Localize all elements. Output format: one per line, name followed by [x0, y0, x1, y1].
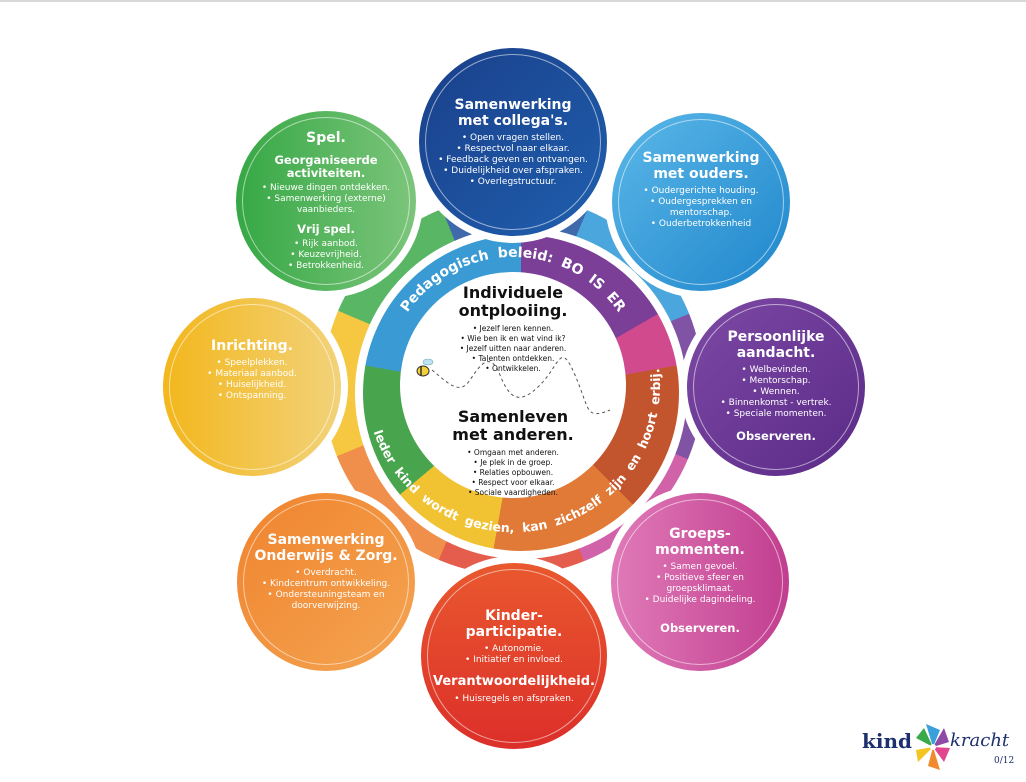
list-item: • Relaties opbouwen. [472, 468, 554, 477]
pinwheel-icon [916, 724, 950, 770]
circle-personal-attention: Persoonlijke aandacht. • Welbevinden. • … [680, 291, 872, 483]
center-disc [400, 272, 626, 498]
list-item: • Wie ben ik en wat vind ik? [460, 334, 566, 343]
bee-flight-path [431, 357, 611, 415]
list-item: • Ouderbetrokkenheid [650, 219, 752, 229]
bee-icon [416, 358, 434, 377]
circle-subtitle: Vrij spel. [297, 222, 355, 236]
list-item: • Overdracht. [295, 568, 357, 578]
list-item: • Duidelijkheid over afspraken. [443, 165, 583, 176]
list-item: • Welbevinden. [741, 364, 811, 375]
circle-title: Samenwerking met ouders. [642, 150, 760, 182]
list-item: • Mentorschap. [741, 375, 811, 386]
list-item: • Betrokkenheid. [287, 261, 365, 271]
circle-subtitle: Verantwoordelijkheid. [432, 673, 595, 689]
top-border [0, 0, 1026, 2]
list-item: • Autonomie. [484, 643, 544, 654]
living-together: Samenleven met anderen. • Omgaan met and… [413, 408, 613, 498]
list-item: • Speciale momenten. [725, 408, 827, 419]
circle-furnishing: Inrichting. • Speelplekken. • Materiaal … [156, 291, 348, 483]
list-item: • Open vragen stellen. [461, 132, 565, 143]
list-item: • Respect voor elkaar. [471, 478, 555, 487]
kindkracht-logo: kind kracht 0/12 [862, 722, 1022, 778]
list-item: • Ondersteuningsteam en doorverwijzing. [267, 590, 385, 611]
circle-title: Spel. [306, 130, 346, 146]
list-item: • Materiaal aanbod. [207, 369, 297, 379]
circle-subtitle: Georganiseerde activiteiten. [274, 153, 378, 180]
together-title: Samenleven met anderen. [452, 407, 574, 444]
circle-parents: Samenwerking met ouders. • Oudergerichte… [605, 106, 797, 298]
list-item: • Ontspanning. [217, 391, 287, 401]
logo-word-kracht: kracht [950, 730, 1010, 751]
list-item: • Binnenkomst - vertrek. [720, 397, 832, 408]
list-item: • Oudergerichte houding. [643, 186, 759, 196]
circle-child-participation: Kinder- participatie. • Autonomie. • Ini… [414, 556, 614, 756]
list-item: • Rijk aanbod. [293, 239, 359, 249]
circle-title: Kinder- participatie. [465, 607, 563, 640]
circle-title: Groeps- momenten. [655, 526, 745, 558]
list-item: • Initiatief en invloed. [465, 654, 563, 665]
circle-footer: Observeren. [660, 621, 740, 635]
logo-tag: 0/12 [994, 756, 1015, 766]
circle-group-moments: Groeps- momenten. • Samen gevoel. • Posi… [604, 486, 796, 678]
circle-title: Samenwerking Onderwijs & Zorg. [254, 532, 398, 564]
list-item: • Samen gevoel. [662, 562, 738, 572]
circle-colleagues: Samenwerking met collega's. • Open vrage… [412, 41, 614, 243]
circle-title: Samenwerking met collega's. [454, 96, 572, 129]
list-item: • Keuzevrijheid. [290, 250, 362, 260]
list-item: • Samenwerking (externe) vaanbieders. [266, 194, 386, 215]
list-item: • Je plek in de groep. [473, 458, 553, 467]
individual-title: Individuele ontplooiing. [458, 283, 568, 320]
list-item: • Respectvol naar elkaar. [456, 143, 570, 154]
list-item: • Huiselijkheid. [217, 380, 287, 390]
circle-title: Persoonlijke aandacht. [727, 328, 825, 361]
circle-play: Spel. Georganiseerde activiteiten. • Nie… [229, 104, 423, 298]
list-item: • Jezelf uitten naar anderen. [459, 344, 567, 353]
list-item: • Positieve sfeer en groepsklimaat. [656, 573, 744, 594]
circle-footer: Observeren. [736, 428, 816, 443]
list-item: • Speelplekken. [216, 358, 288, 368]
list-item: • Kindcentrum ontwikkeling. [261, 579, 391, 589]
list-item: • Omgaan met anderen. [467, 448, 559, 457]
list-item: • Oudergesprekken en mentorschap. [650, 197, 752, 218]
list-item: • Feedback geven en ontvangen. [438, 154, 588, 165]
circle-title: Inrichting. [211, 338, 293, 354]
list-item: • Wennen. [752, 386, 800, 397]
list-item: • Huisregels en afspraken. [454, 693, 574, 704]
list-item: • Duidelijke dagindeling. [644, 595, 756, 605]
logo-word-kind: kind [862, 729, 912, 753]
individual-development: Individuele ontplooiing. • Jezelf leren … [413, 284, 613, 374]
list-item: • Talenten ontdekken. [471, 354, 555, 363]
list-item: • Sociale vaardigheden. [467, 488, 559, 497]
list-item: • Ontwikkelen. [485, 364, 541, 373]
list-item: • Overlegstructuur. [469, 176, 557, 187]
list-item: • Jezelf leren kennen. [472, 324, 554, 333]
list-item: • Nieuwe dingen ontdekken. [261, 183, 391, 193]
circle-education-care: Samenwerking Onderwijs & Zorg. • Overdra… [230, 486, 422, 678]
